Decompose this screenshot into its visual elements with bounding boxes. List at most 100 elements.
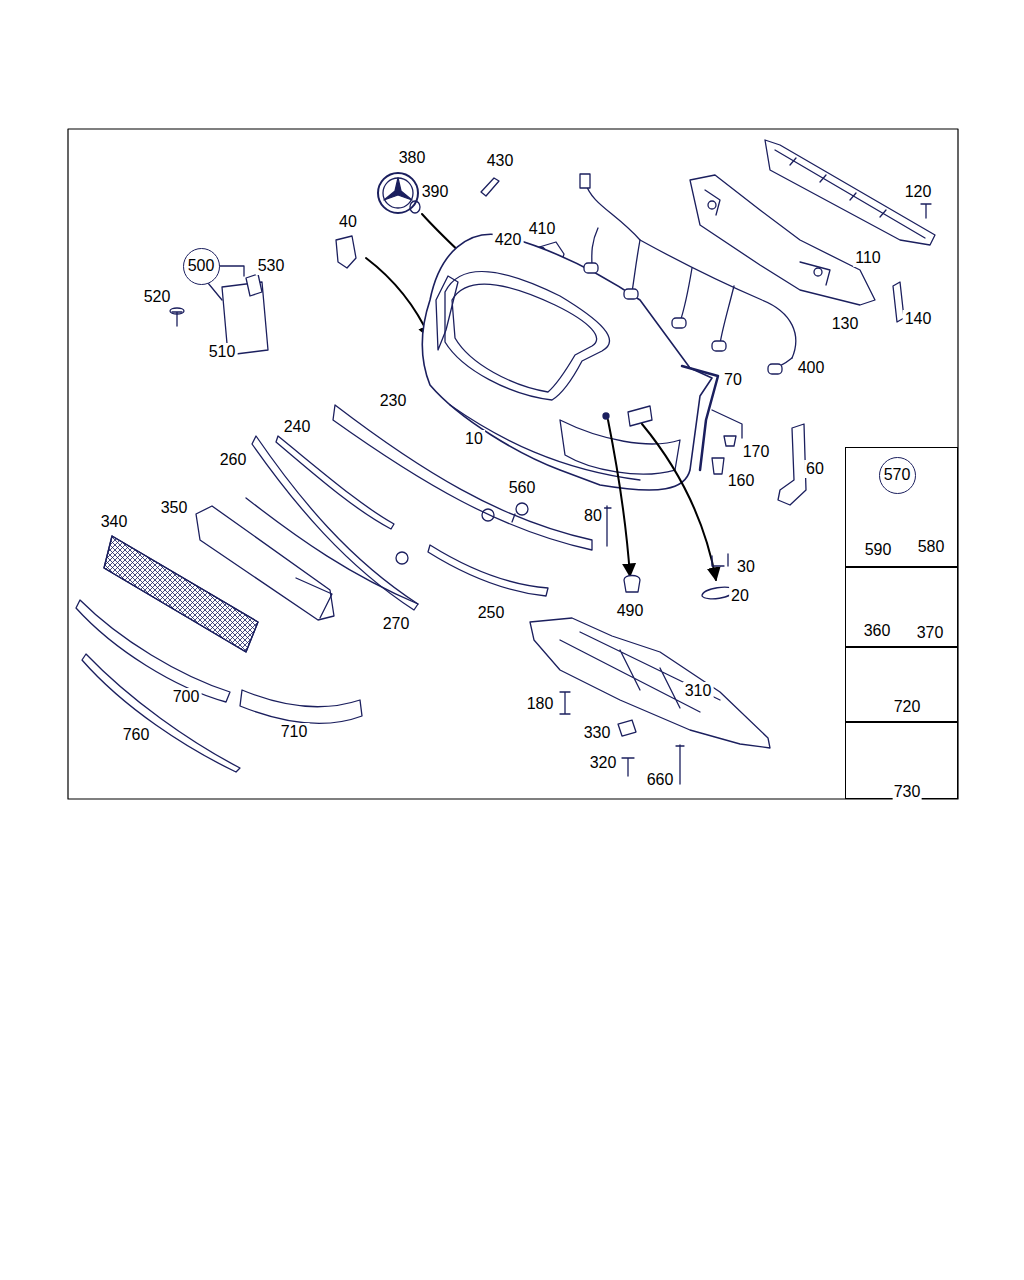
callout-number: 60 (804, 460, 826, 478)
grille (196, 506, 334, 620)
cover-part (336, 236, 356, 268)
callout-number: 760 (121, 726, 152, 744)
callout-number: 570 (884, 466, 911, 484)
trim-strips (512, 514, 515, 522)
emblem (384, 178, 412, 200)
wiring-harness (585, 182, 796, 358)
callout-circle: 570 (879, 457, 916, 494)
callout-number: 180 (525, 695, 556, 713)
seal-strip (682, 366, 718, 470)
emblem (383, 178, 413, 208)
callout-number: 40 (337, 213, 359, 231)
wiring-harness (712, 341, 726, 351)
callout-number: 410 (527, 220, 558, 238)
support-bar (765, 140, 935, 245)
callout-number: 340 (99, 513, 130, 531)
lower-strips (82, 654, 240, 772)
grille (104, 506, 334, 652)
leader (712, 410, 742, 438)
inset-panel: 590580570 (845, 447, 958, 567)
callout-number: 660 (645, 771, 676, 789)
clip (712, 458, 724, 474)
callout-number: 530 (256, 257, 287, 275)
fasteners (676, 745, 684, 784)
inset-panel: 720 (845, 647, 958, 722)
plate-holder (170, 308, 184, 314)
callout-number: 10 (463, 430, 485, 448)
wiring-harness (580, 174, 590, 188)
mounting-bracket (814, 268, 822, 276)
callout-number: 120 (903, 183, 934, 201)
wiring-harness (680, 268, 692, 322)
callout-number: 400 (796, 359, 827, 377)
wiring-harness (624, 289, 638, 299)
callout-number: 420 (493, 231, 524, 249)
mounting-bracket (708, 201, 716, 209)
side-bracket (778, 424, 806, 505)
callout-number: 730 (893, 783, 922, 801)
clip (712, 436, 736, 474)
wiring-harness (592, 228, 598, 268)
callout-number: 160 (726, 472, 757, 490)
callout-number: 20 (729, 587, 751, 605)
trim-strips (276, 436, 394, 529)
bumper (603, 413, 609, 419)
pointer-arrow (366, 258, 430, 338)
fasteners (618, 720, 636, 736)
callout-number: 520 (142, 288, 173, 306)
wiring-harness (672, 318, 686, 328)
callout-number: 30 (735, 558, 757, 576)
trim-strips (482, 509, 494, 521)
callout-number: 130 (830, 315, 861, 333)
grille (296, 578, 332, 618)
screw (921, 204, 931, 218)
mounting-bracket (690, 175, 875, 305)
underbody-panel (530, 618, 770, 748)
lower-strips (76, 600, 362, 772)
trim-strips (516, 503, 528, 515)
clip (624, 576, 640, 593)
callout-number: 370 (916, 624, 945, 642)
callout-number: 250 (476, 604, 507, 622)
callout-number: 260 (218, 451, 249, 469)
callout-number: 710 (279, 723, 310, 741)
callout-number: 80 (582, 507, 604, 525)
pin (603, 506, 611, 546)
callout-number: 580 (917, 538, 946, 556)
callout-number: 700 (171, 688, 202, 706)
emblem (410, 201, 420, 213)
mounting-bracket (705, 190, 830, 285)
callout-number: 500 (188, 257, 215, 275)
callout-number: 720 (893, 698, 922, 716)
wiring-harness (632, 240, 640, 292)
callout-number: 330 (582, 724, 613, 742)
callout-number: 360 (863, 622, 892, 640)
lower-strips (240, 690, 362, 723)
callout-number: 240 (282, 418, 313, 436)
callout-number: 510 (207, 343, 238, 361)
callout-number: 270 (381, 615, 412, 633)
fasteners (622, 758, 634, 776)
inset-panel: 360 370 (845, 567, 958, 647)
underbody-panel (530, 618, 770, 748)
bumper (560, 420, 680, 474)
wiring-harness (584, 263, 598, 273)
bumper (436, 276, 458, 350)
bracket-part (481, 178, 499, 196)
callout-number: 110 (853, 249, 883, 267)
callout-number: 320 (588, 754, 619, 772)
clip (724, 436, 736, 446)
support-bar (790, 158, 886, 217)
bumper (445, 271, 610, 400)
callout-number: 230 (378, 392, 409, 410)
callout-number: 560 (507, 479, 538, 497)
pointer-arrow (642, 424, 716, 580)
callout-number: 350 (159, 499, 190, 517)
bumper (423, 234, 713, 490)
underbody-panel (560, 632, 720, 712)
emblem (378, 173, 420, 213)
trim-strips (333, 405, 592, 550)
inset-panel: 730 (845, 722, 958, 799)
bumper (452, 284, 597, 392)
wiring-harness (720, 286, 734, 344)
